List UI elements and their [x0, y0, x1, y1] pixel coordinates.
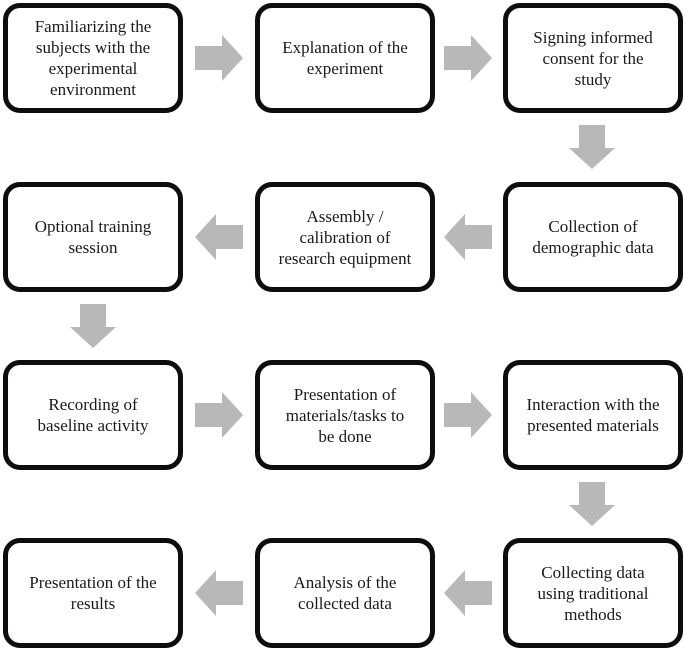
connector-step11-step12: [195, 570, 243, 616]
flow-step-6-label: Optional training session: [34, 217, 152, 257]
flow-step-8-label: Presentation of materials/tasks to be do…: [285, 384, 405, 446]
flow-step-5-label: Assembly / calibration of research equip…: [278, 206, 412, 268]
arrow-down-icon: [569, 125, 615, 169]
flow-step-5: Assembly / calibration of research equip…: [255, 182, 435, 292]
connector-step8-step9: [444, 392, 492, 438]
arrow-right-icon: [195, 35, 243, 81]
arrow-left-icon: [195, 214, 243, 260]
arrow-down-icon: [70, 304, 116, 348]
arrow-left-icon: [444, 570, 492, 616]
flow-step-9-label: Interaction with the presented materials: [526, 395, 660, 435]
flow-step-12: Presentation of the results: [3, 538, 183, 648]
flow-step-2-label: Explanation of the experiment: [282, 38, 408, 78]
flow-step-1: Familiarizing the subjects with the expe…: [3, 3, 183, 113]
flow-step-2: Explanation of the experiment: [255, 3, 435, 113]
connector-step4-step5: [444, 214, 492, 260]
connector-step2-step3: [444, 35, 492, 81]
connector-step10-step11: [444, 570, 492, 616]
arrow-down-icon: [569, 482, 615, 526]
flow-step-7: Recording of baseline activity: [3, 360, 183, 470]
connector-step1-step2: [195, 35, 243, 81]
connector-step5-step6: [195, 214, 243, 260]
connector-step6-step7: [70, 304, 116, 348]
flow-step-10-label: Collecting data using traditional method…: [537, 562, 649, 624]
flow-step-4-label: Collection of demographic data: [532, 217, 654, 257]
flow-step-6: Optional training session: [3, 182, 183, 292]
flow-step-1-label: Familiarizing the subjects with the expe…: [34, 17, 152, 99]
arrow-left-icon: [444, 214, 492, 260]
flow-step-8: Presentation of materials/tasks to be do…: [255, 360, 435, 470]
arrow-right-icon: [444, 35, 492, 81]
flow-step-3: Signing informed consent for the study: [503, 3, 683, 113]
flow-step-11-label: Analysis of the collected data: [293, 573, 397, 613]
connector-step3-step4: [569, 125, 615, 169]
flow-step-4: Collection of demographic data: [503, 182, 683, 292]
flow-step-11: Analysis of the collected data: [255, 538, 435, 648]
flow-step-3-label: Signing informed consent for the study: [533, 27, 653, 89]
flow-step-12-label: Presentation of the results: [29, 573, 157, 613]
flow-step-9: Interaction with the presented materials: [503, 360, 683, 470]
connector-step9-step10: [569, 482, 615, 526]
arrow-right-icon: [195, 392, 243, 438]
arrow-left-icon: [195, 570, 243, 616]
flow-step-10: Collecting data using traditional method…: [503, 538, 683, 648]
arrow-right-icon: [444, 392, 492, 438]
connector-step7-step8: [195, 392, 243, 438]
flow-step-7-label: Recording of baseline activity: [37, 395, 149, 435]
